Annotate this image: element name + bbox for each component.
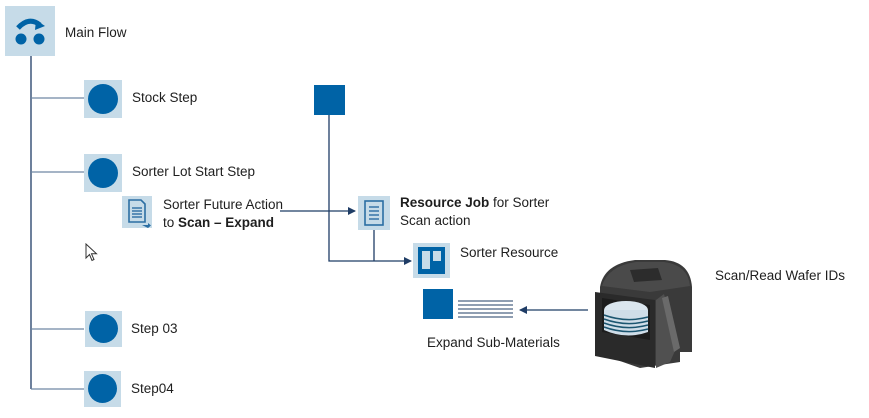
step-tile-step04[interactable] <box>84 371 121 407</box>
step-circle-icon <box>88 84 118 114</box>
step-circle-icon <box>88 374 117 403</box>
resource-job-line2: Scan action <box>400 213 471 228</box>
main-flow-label: Main Flow <box>65 25 127 40</box>
resource-job-rest: for Sorter <box>489 195 550 210</box>
main-flow-icon-tile[interactable] <box>5 6 55 56</box>
future-action-line1: Sorter Future Action <box>163 197 284 212</box>
step-tile-sorter-lot-start[interactable] <box>84 154 122 192</box>
flow-icon <box>15 18 45 45</box>
document-icon <box>128 199 151 228</box>
material-square-icon-top[interactable] <box>314 85 345 115</box>
step-label-step04: Step04 <box>131 381 174 396</box>
sorter-resource-label: Sorter Resource <box>460 245 559 260</box>
future-action-prefix: to <box>163 215 179 230</box>
resource-job-bold: Resource Job <box>400 195 490 210</box>
list-document-icon <box>364 200 384 226</box>
future-action-bold: Scan – Expand <box>178 215 275 230</box>
step-tile-step-03[interactable] <box>85 311 122 347</box>
material-square-icon[interactable] <box>423 289 453 319</box>
resource-job-label: Resource Job for Sorter Scan action <box>400 194 549 230</box>
scanner-label: Scan/Read Wafer IDs <box>715 268 846 283</box>
wafer-scanner-icon[interactable] <box>590 252 700 372</box>
future-action-tile[interactable] <box>122 196 152 228</box>
step-circle-icon <box>89 314 118 343</box>
step-label-stock: Stock Step <box>132 90 198 105</box>
arrow-square-to-resource <box>328 115 412 265</box>
step-label-step-03: Step 03 <box>131 321 178 336</box>
resource-job-line1: Resource Job for Sorter <box>400 194 549 212</box>
step-label-sorter-lot-start: Sorter Lot Start Step <box>132 164 256 179</box>
sorter-resource-tile[interactable] <box>413 243 450 278</box>
resource-job-tile[interactable] <box>358 196 390 230</box>
step-circle-icon <box>88 158 118 188</box>
step-tile-stock[interactable] <box>84 80 122 118</box>
mouse-cursor-icon <box>85 243 98 262</box>
future-action-line2: to Scan – Expand <box>163 214 283 232</box>
sub-materials-lines-icon <box>458 300 513 318</box>
expand-label: Expand Sub-Materials <box>427 335 560 350</box>
resource-board-icon <box>418 247 445 274</box>
future-action-label: Sorter Future Action to Scan – Expand <box>163 196 283 232</box>
